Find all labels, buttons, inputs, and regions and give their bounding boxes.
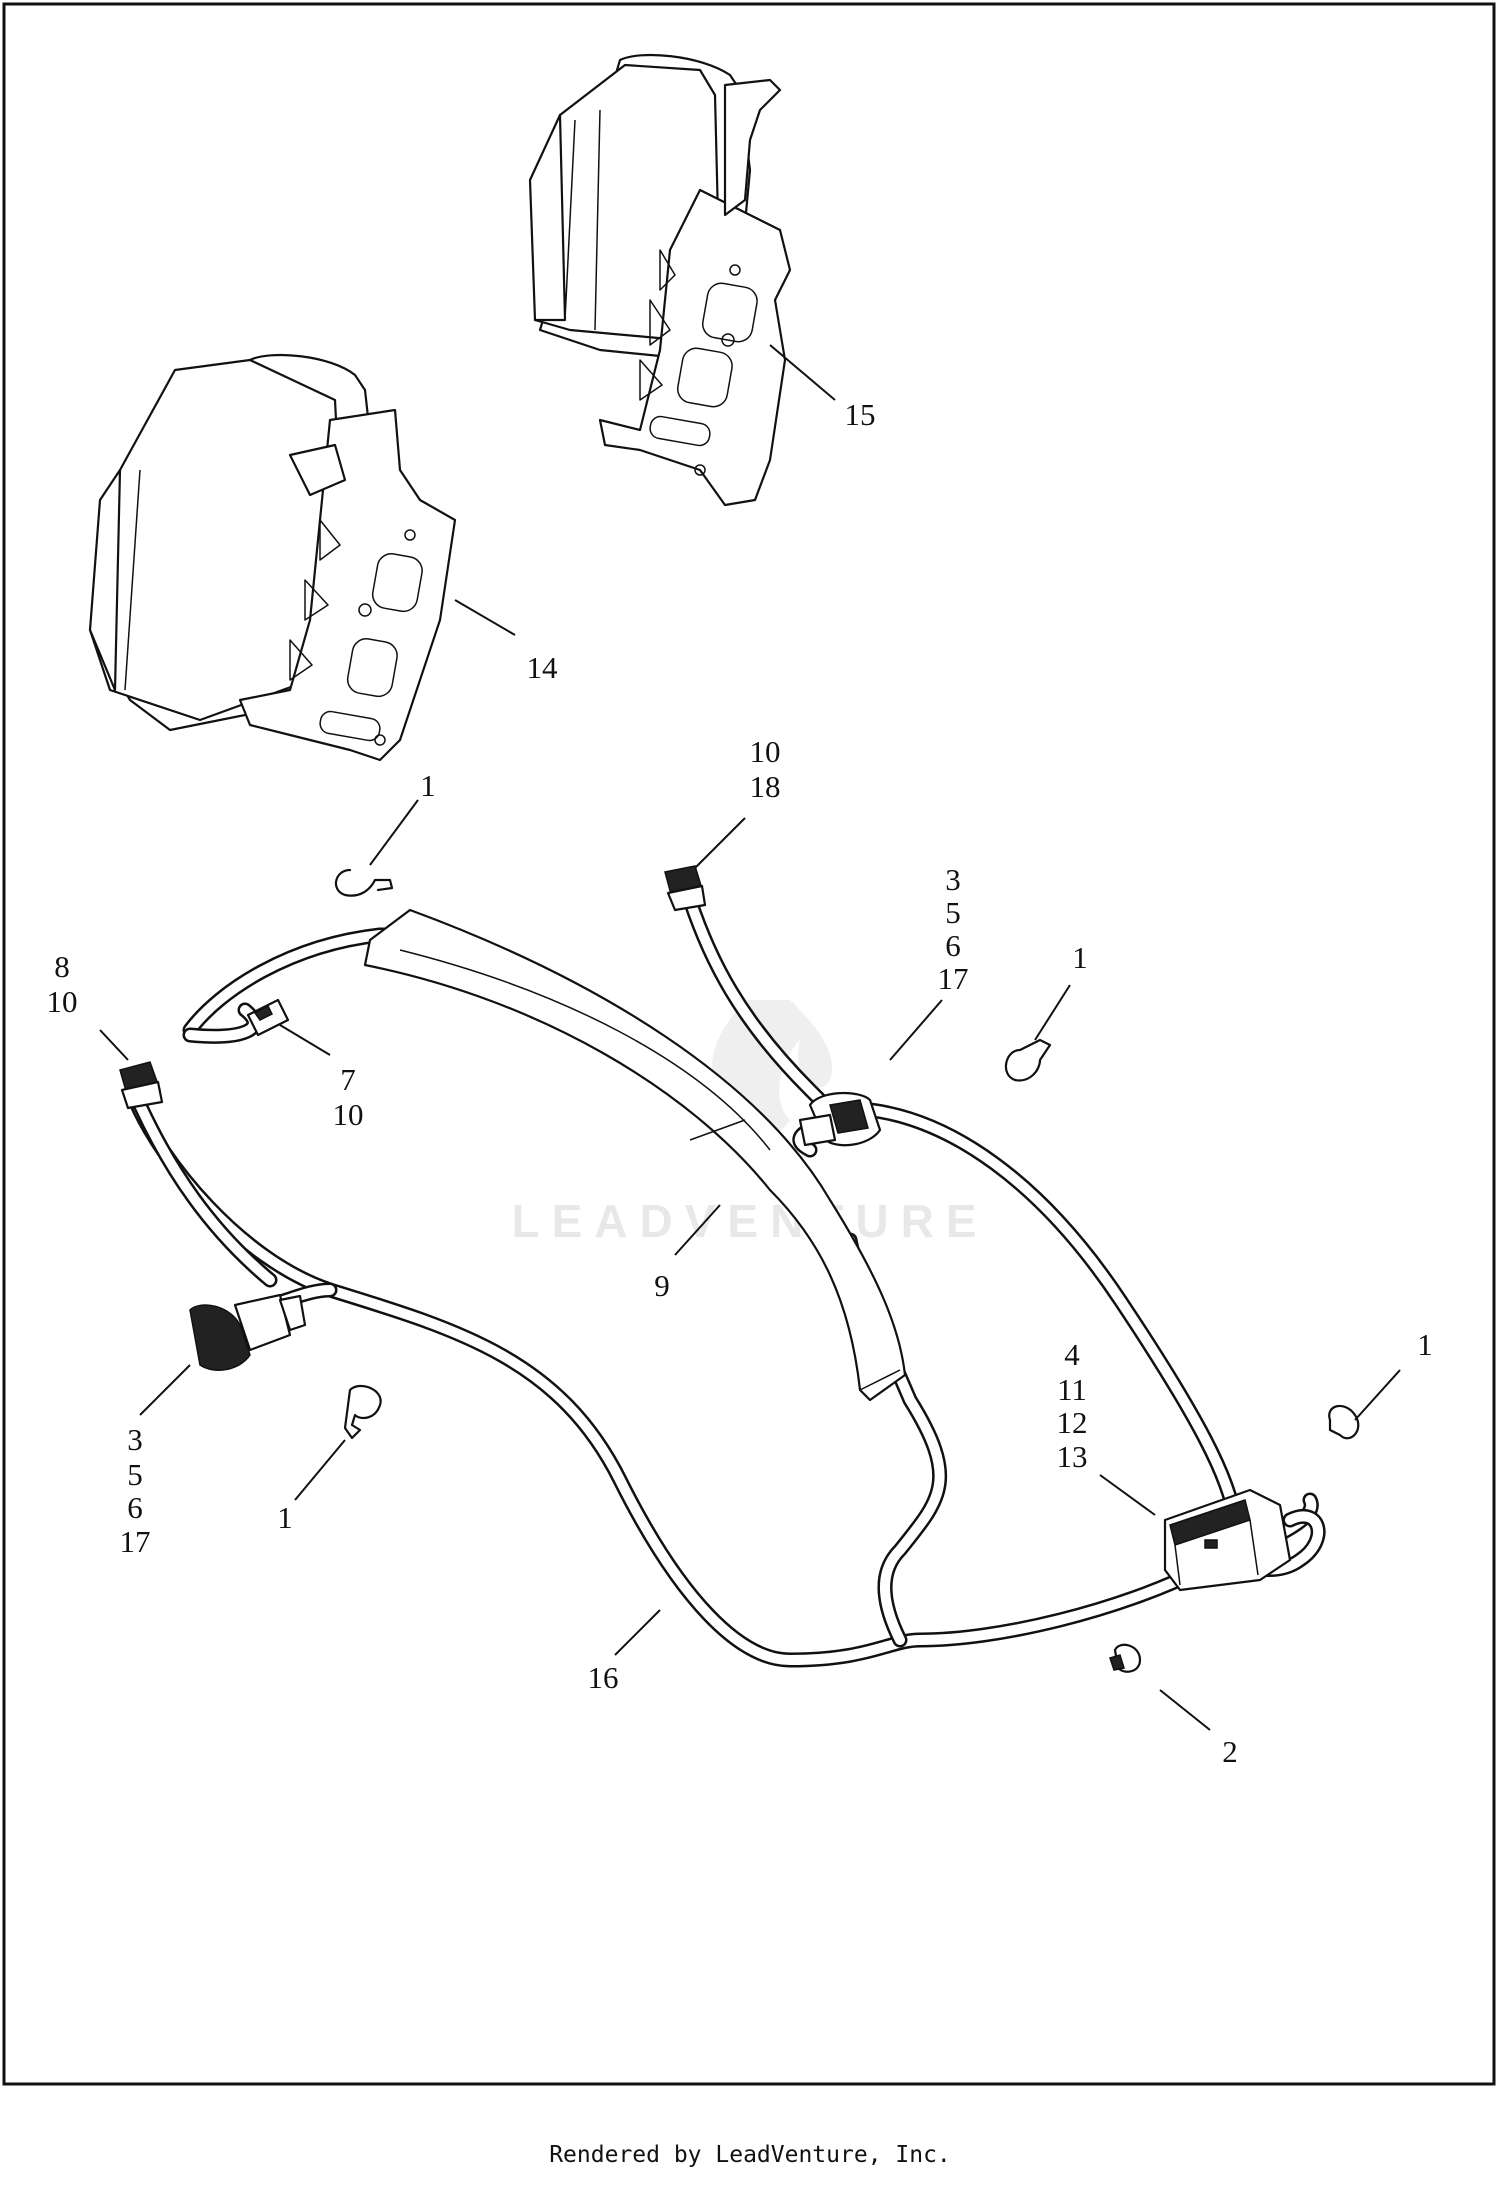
callout-left-17: 17 — [120, 1524, 151, 1559]
harness-cover-9 — [363, 908, 907, 1402]
callout-9: 9 — [654, 1268, 670, 1303]
callout-right-6: 6 — [945, 928, 961, 963]
callout-1-left-lower: 1 — [277, 1500, 293, 1535]
connector-3-5-6-17-left — [189, 1293, 307, 1371]
clip-1-left-lower — [343, 1384, 382, 1440]
callout-module-4: 4 — [1064, 1337, 1080, 1372]
connector-7-10 — [246, 998, 290, 1037]
callout-15: 15 — [845, 397, 876, 432]
callout-7-10: 10 — [333, 1097, 364, 1132]
callout-module-13: 13 — [1057, 1439, 1088, 1474]
wiring-harness-16 — [127, 892, 1326, 1668]
callout-right-5: 5 — [945, 895, 961, 930]
callout-1-top: 1 — [420, 768, 436, 803]
callout-8: 8 — [54, 949, 70, 984]
connector-3-5-6-17-right — [798, 1091, 882, 1147]
callout-left-6: 6 — [127, 1490, 143, 1525]
module-4-11-12-13 — [1163, 1488, 1292, 1592]
callout-8-10: 10 — [47, 984, 78, 1019]
diagram-border — [2, 2, 1496, 2086]
callout-module-11: 11 — [1057, 1372, 1087, 1407]
footer-credit: Rendered by LeadVenture, Inc. — [549, 2142, 951, 2168]
callout-left-3: 3 — [127, 1422, 143, 1457]
callout-7: 7 — [340, 1062, 356, 1097]
callout-10-18-b: 18 — [750, 769, 781, 804]
callout-2: 2 — [1222, 1734, 1238, 1769]
callout-14: 14 — [527, 650, 559, 685]
callout-right-3: 3 — [945, 862, 961, 897]
callout-10-18-a: 10 — [750, 734, 781, 769]
callout-1-far-right: 1 — [1417, 1327, 1433, 1362]
gauge-assembly-14 — [88, 353, 457, 762]
callout-module-12: 12 — [1057, 1405, 1088, 1440]
callout-1-right-upper: 1 — [1072, 940, 1088, 975]
connector-10-18 — [664, 865, 707, 912]
gauge-assembly-15 — [528, 53, 792, 507]
watermark-text: LEADVENTURE — [511, 1195, 988, 1247]
clip-1-far-right — [1328, 1404, 1360, 1440]
clip-1-top — [334, 868, 394, 897]
connector-8-10 — [119, 1061, 164, 1110]
callout-16: 16 — [588, 1660, 619, 1695]
leader-lines — [99, 344, 1401, 1731]
callout-left-5: 5 — [127, 1457, 143, 1492]
clip-2 — [1109, 1643, 1142, 1673]
clip-1-right-upper — [1004, 1038, 1052, 1082]
callout-right-17: 17 — [938, 961, 969, 996]
callouts: 15 14 1 10 18 3 5 6 17 1 8 10 7 10 9 1 4… — [47, 397, 1433, 1769]
